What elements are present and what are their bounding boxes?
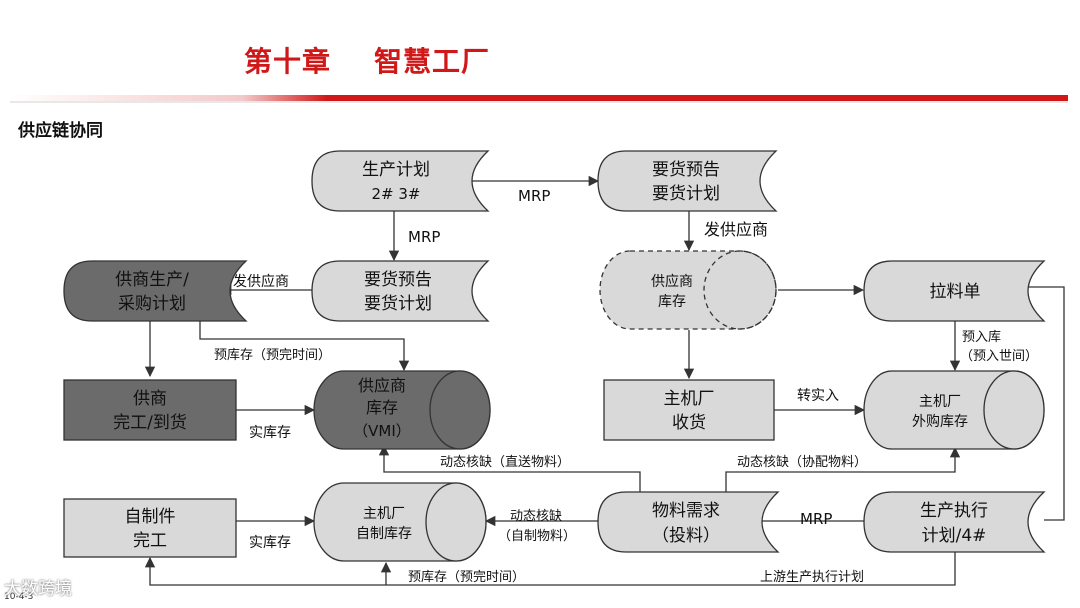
edge-label: MRP (408, 228, 440, 246)
edge-label: 实库存 (249, 425, 291, 441)
edge-label: 转实入 (797, 388, 839, 404)
edge-label: 实库存 (249, 535, 291, 551)
edge-label: （自制物料） (498, 529, 576, 544)
edge-label: MRP (518, 187, 550, 205)
node-production-plan: 生产计划 2# 3# (311, 150, 490, 212)
node-label: 收货 (672, 413, 706, 433)
node-label: 供商 (133, 389, 167, 409)
edge-label: 发供应商 (233, 273, 289, 290)
edge-execution-to-pull (1014, 281, 1065, 521)
edge-dynamic-shortage-assist (725, 446, 961, 496)
watermark: 大数跨境 (4, 579, 72, 599)
node-label: 2# 3# (372, 185, 421, 203)
node-self-made-finish: 自制件 完工 (63, 498, 237, 558)
page-number: 10-4-3 (4, 592, 34, 602)
edge-label: MRP (800, 510, 832, 528)
node-label: 生产执行 (920, 501, 988, 521)
node-pull-list: 拉料单 (863, 260, 1046, 322)
node-label: 供应商 (358, 376, 406, 395)
connectors (144, 175, 1065, 586)
node-label: 采购计划 (118, 294, 186, 314)
node-supplier-production: 供商生产/ 采购计划 (63, 260, 248, 322)
node-label: 自制库存 (356, 526, 412, 542)
node-label: 自制件 (125, 507, 176, 527)
edge-label: 动态核缺（直送物料） (440, 455, 570, 470)
node-demand-forecast-mid: 要货预告 要货计划 (311, 260, 490, 322)
edge-label: 上游生产执行计划 (760, 570, 864, 585)
node-label: 要货计划 (652, 184, 720, 204)
node-label: （投料） (652, 526, 720, 546)
node-supplier-finish: 供商 完工/到货 (63, 379, 237, 441)
edge-label: 动态核缺（协配物料） (737, 455, 867, 470)
node-label: 拉料单 (930, 282, 981, 302)
edge-label: （预入世间） (960, 349, 1038, 364)
node-oem-receiving: 主机厂 收货 (603, 379, 775, 441)
edge-label: 预库存（预完时间） (214, 347, 331, 363)
node-label: 完工 (133, 531, 167, 551)
node-label: 要货预告 (652, 160, 720, 180)
node-label: 库存 (658, 294, 686, 310)
node-oem-self-inventory: 主机厂 自制库存 (313, 482, 487, 562)
edge-pre-inventory-top (199, 320, 410, 372)
edge-label: 动态核缺 (510, 509, 562, 524)
node-material-demand: 物料需求 （投料） (597, 491, 780, 553)
node-label: 要货计划 (364, 294, 432, 314)
node-label: （VMI） (353, 422, 411, 440)
edge-dynamic-shortage-direct (378, 444, 641, 496)
edge-label: 预入库 (962, 329, 1001, 345)
node-label: 外购库存 (912, 414, 968, 430)
node-demand-forecast-top: 要货预告 要货计划 (597, 150, 778, 212)
edge-label: 发供应商 (704, 220, 768, 239)
node-label: 物料需求 (652, 501, 720, 521)
page-title: 第十章 智慧工厂 (244, 45, 490, 78)
node-label: 完工/到货 (113, 413, 187, 433)
node-production-execution: 生产执行 计划/4# (863, 491, 1046, 553)
node-label: 要货预告 (364, 270, 432, 290)
node-label: 供应商 (651, 273, 693, 290)
node-label: 计划/4# (922, 526, 987, 546)
node-label: 供商生产/ (115, 270, 189, 290)
edge-upstream-plan (144, 551, 956, 586)
node-label: 生产计划 (362, 160, 430, 180)
node-label: 库存 (366, 398, 398, 417)
node-oem-purchased-inventory: 主机厂 外购库存 (863, 370, 1045, 450)
header-rule (10, 95, 1068, 101)
node-supplier-inventory-dashed: 供应商 库存 (599, 250, 777, 330)
node-vmi-inventory: 供应商 库存 （VMI） (313, 370, 491, 450)
node-label: 主机厂 (919, 394, 961, 410)
section-subtitle: 供应链协同 (18, 121, 103, 141)
node-label: 主机厂 (363, 506, 405, 522)
node-label: 主机厂 (664, 389, 715, 409)
edge-label: 预库存（预完时间） (408, 569, 525, 585)
